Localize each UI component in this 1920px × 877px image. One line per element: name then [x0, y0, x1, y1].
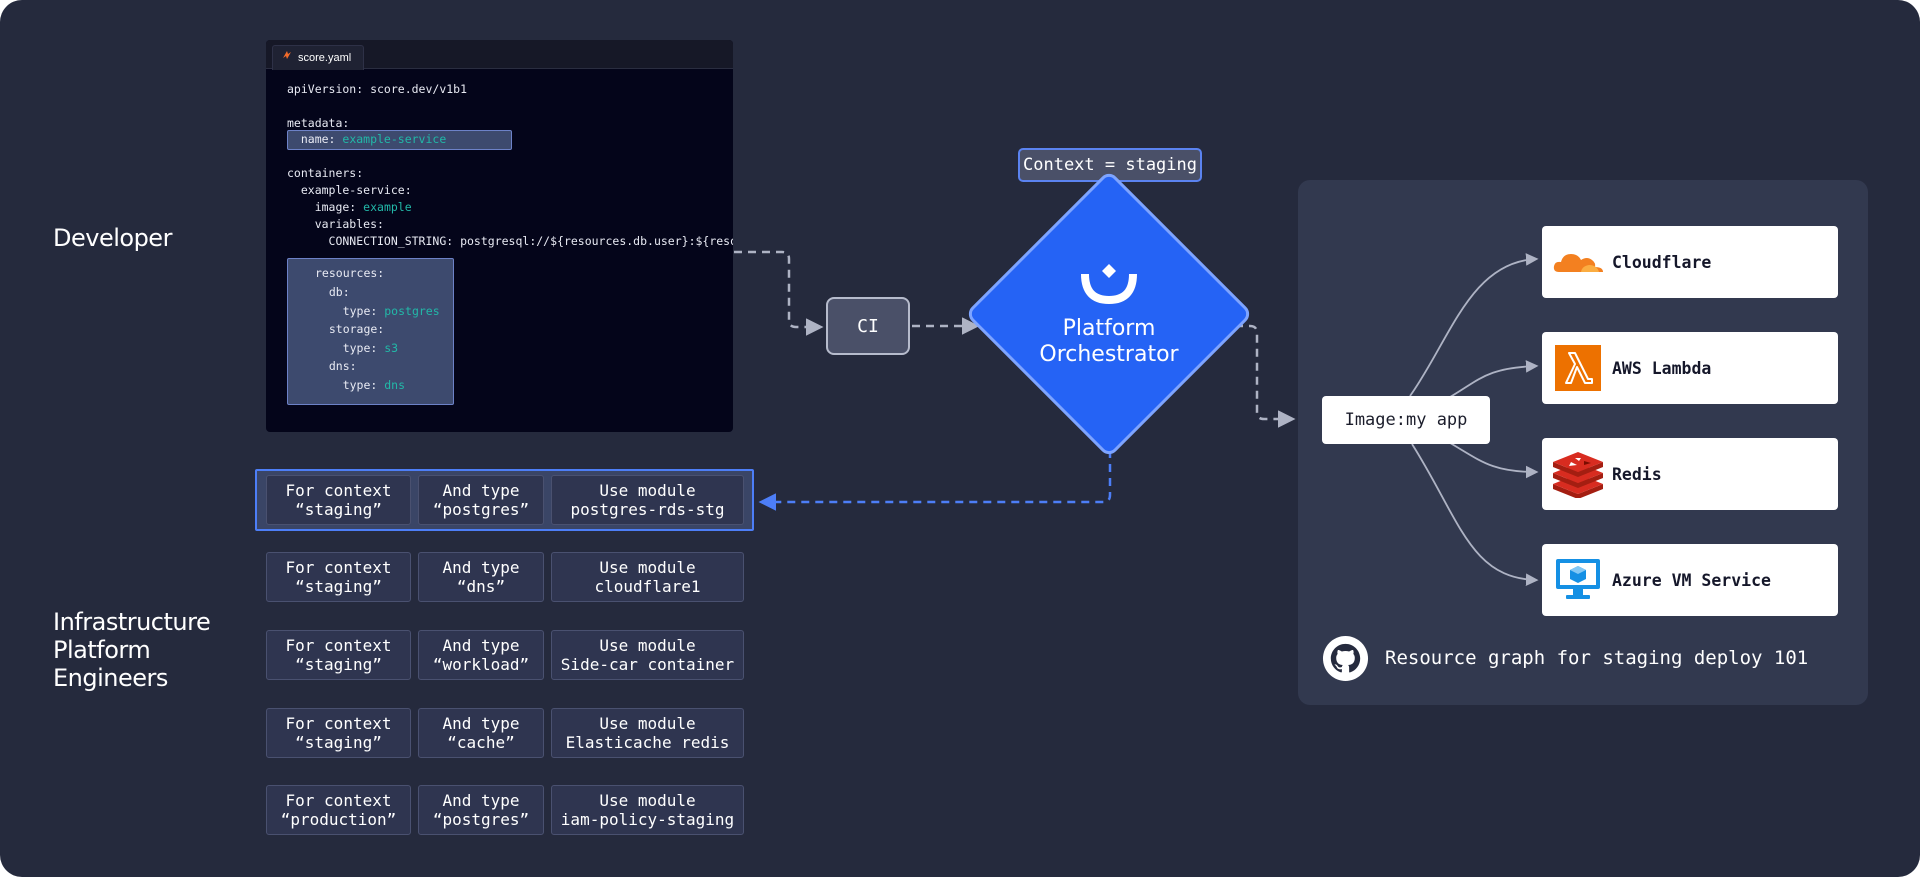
rule-context-cell: For context“production” [266, 785, 411, 835]
rule-context-cell: For context“staging” [266, 475, 411, 525]
score-file-icon [281, 47, 293, 70]
service-name: Redis [1612, 464, 1662, 484]
service-name: Cloudflare [1612, 252, 1712, 272]
developer-label: Developer [53, 224, 172, 252]
humanitec-logo-icon [1081, 264, 1137, 304]
rule-context-cell: For context“staging” [266, 708, 411, 758]
platform-orchestrator-title: Platform Orchestrator [1039, 316, 1179, 367]
image-node: Image:my app [1322, 396, 1490, 444]
azure-vm-icon [1550, 552, 1606, 608]
service-azure-vm: Azure VM Service [1542, 544, 1838, 616]
service-aws-lambda: AWS Lambda [1542, 332, 1838, 404]
image-to-azure-link [1411, 443, 1539, 586]
code-line-variables: variables: [287, 217, 384, 231]
code-line-dns: dns: [315, 359, 357, 373]
name-highlight [287, 130, 512, 150]
code-line-dns-type: type: dns [315, 378, 406, 392]
code-line-db: db: [315, 285, 350, 299]
code-line-apiversion: apiVersion: score.dev/v1b1 [287, 82, 468, 96]
editor-to-ci-arrow [734, 250, 824, 336]
infra-platform-engineers-label: Infrastructure Platform Engineers [53, 608, 211, 692]
code-line-connection-string: CONNECTION_STRING: postgresql://${resour… [287, 234, 733, 248]
github-icon [1322, 635, 1369, 682]
code-line-resources: resources: [315, 266, 385, 280]
resources-highlight [287, 258, 454, 405]
rule-type-cell: And type“cache” [418, 708, 544, 758]
service-name: AWS Lambda [1612, 358, 1712, 378]
image-to-redis-link [1444, 439, 1539, 479]
code-line-name: name: example-service [287, 132, 447, 146]
code-line-image: image: example [287, 200, 412, 214]
image-to-lambda-link [1444, 360, 1539, 401]
image-to-cloudflare-link [1409, 253, 1539, 397]
code-line-db-type: type: postgres [315, 304, 440, 318]
service-cloudflare: Cloudflare [1542, 226, 1838, 298]
rule-context-cell: For context“staging” [266, 630, 411, 680]
service-name: Azure VM Service [1612, 570, 1771, 590]
ci-node: CI [826, 297, 910, 355]
editor-tab-score-yaml[interactable]: score.yaml [272, 45, 365, 70]
orchestrator-to-rule-arrow [758, 450, 1112, 511]
aws-lambda-icon [1550, 340, 1606, 396]
score-yaml-editor: score.yaml apiVersion: score.dev/v1b1 me… [266, 40, 733, 432]
code-line-example-service: example-service: [287, 183, 412, 197]
rule-type-cell: And type“postgres” [418, 475, 544, 525]
code-line-storage: storage: [315, 322, 385, 336]
code-line-containers: containers: [287, 166, 364, 180]
cloudflare-icon [1550, 234, 1606, 290]
code-line-storage-type: type: s3 [315, 341, 399, 355]
redis-icon [1550, 446, 1606, 502]
resource-graph-caption: Resource graph for staging deploy 101 [1385, 647, 1809, 669]
orchestrator-to-graph-arrow [1235, 324, 1296, 428]
service-redis: Redis [1542, 438, 1838, 510]
rule-type-cell: And type“workload” [418, 630, 544, 680]
editor-tab-label: score.yaml [298, 51, 352, 64]
rule-context-cell: For context“staging” [266, 552, 411, 602]
rule-type-cell: And type“postgres” [418, 785, 544, 835]
code-line-metadata: metadata: [287, 116, 350, 130]
rule-type-cell: And type“dns” [418, 552, 544, 602]
